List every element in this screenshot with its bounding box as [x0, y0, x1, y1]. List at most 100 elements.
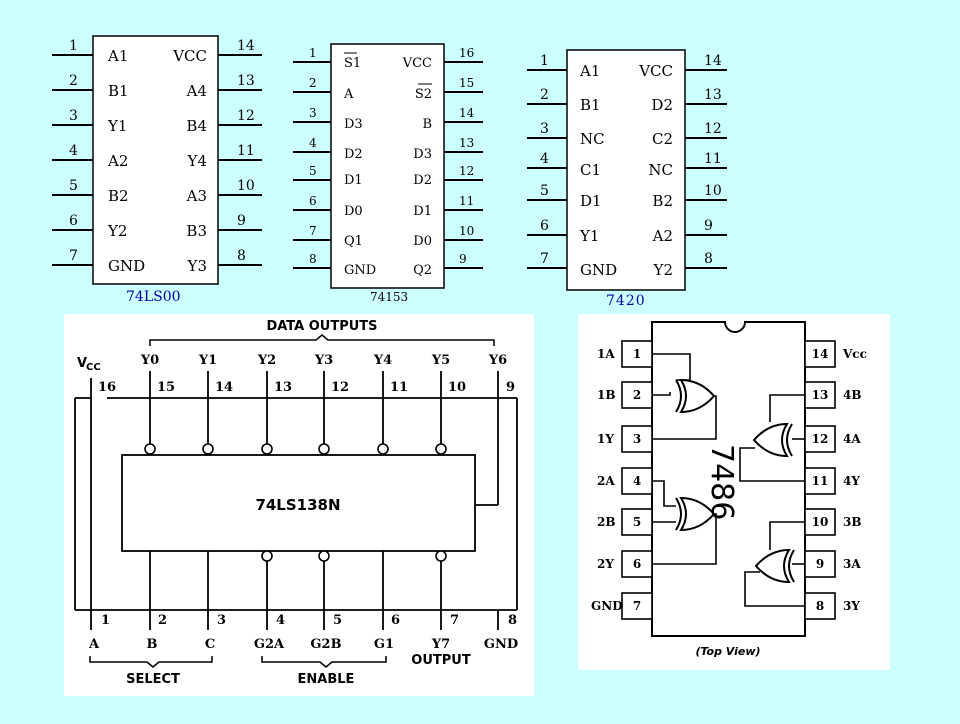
pin-number: 3: [540, 121, 549, 137]
pin-label: Y2: [653, 261, 673, 279]
pin-label: 4B: [843, 388, 862, 402]
pin-label: 2Y: [597, 557, 614, 571]
pin-number: 4: [69, 143, 78, 159]
pin-number: 10: [704, 183, 722, 199]
pin-number: 6: [633, 557, 641, 571]
output-label: Y5: [431, 353, 450, 368]
pin-label: NC: [580, 130, 605, 148]
pin-number: 6: [391, 613, 400, 628]
pin-label: 4A: [843, 432, 861, 446]
pin-number: 12: [237, 108, 255, 124]
pin-number: 14: [812, 347, 829, 361]
pin-label: B2: [652, 192, 673, 210]
pin-number: 5: [540, 183, 549, 199]
pin-label: GND: [580, 261, 617, 279]
pin-number: 9: [237, 213, 246, 229]
pin-number: 7: [69, 248, 78, 264]
pin-number: 2: [633, 388, 641, 402]
pin-number: 9: [459, 252, 467, 266]
pin-number: 2: [69, 73, 78, 89]
pin-label: 4Y: [843, 474, 860, 488]
pin-number: 2: [158, 613, 167, 628]
pin-number: 8: [309, 252, 317, 266]
pin-label: D2: [651, 96, 673, 114]
pin-label: B2: [108, 187, 129, 205]
pin-number: 13: [704, 87, 722, 103]
package-outline: [74, 397, 518, 611]
pin-label: GND: [344, 263, 376, 278]
pin-number: 13: [274, 380, 292, 395]
part-number: 74LS00: [126, 289, 181, 305]
pin-label: 3A: [843, 557, 861, 571]
pin-number: 9: [704, 218, 713, 234]
pin-label: D0: [344, 204, 363, 219]
pin-label: S2: [415, 87, 432, 102]
output-label: Y2: [257, 353, 276, 368]
pin-number: 10: [812, 515, 829, 529]
pin-number: 13: [812, 388, 829, 402]
pin-label: Vcc: [842, 347, 867, 361]
vcc-label: V: [77, 356, 87, 371]
pin-number: 16: [459, 46, 474, 60]
pin-number: 2: [309, 76, 317, 90]
pin-number: 11: [390, 380, 408, 395]
pin-number: 1: [540, 53, 549, 69]
pin-label: G2B: [310, 637, 341, 652]
pin-number: 4: [276, 613, 285, 628]
pin-label: A: [88, 637, 100, 652]
pin-number: 10: [459, 224, 474, 238]
pin-label: Q1: [344, 234, 363, 249]
pin-label: C2: [652, 130, 673, 148]
pin-number: 7: [450, 613, 459, 628]
pin-label: D2: [344, 147, 363, 162]
output-label: Y4: [373, 353, 392, 368]
chip-74153: 1 2 3 4 5 6 7 8 16 15 14 13 12 11 10 9 S…: [293, 43, 483, 304]
pin-label: B1: [108, 82, 129, 100]
pin-label: A1: [579, 62, 600, 80]
pin-label: 3B: [843, 515, 862, 529]
pin-label: S1: [344, 56, 361, 71]
pin-label: GND: [108, 257, 145, 275]
pin-number: 8: [816, 599, 824, 613]
pin-number: 10: [237, 178, 255, 194]
enable-label: ENABLE: [298, 672, 355, 687]
pin-number: 8: [704, 251, 713, 267]
pin-label: GND: [591, 599, 623, 613]
output-label: Y6: [488, 353, 507, 368]
chip-body: [330, 43, 445, 289]
pin-label: Y1: [107, 117, 127, 135]
pin-label: Y7: [431, 637, 450, 652]
pin-label: A3: [186, 187, 207, 205]
pin-number: 5: [69, 178, 78, 194]
pin-label: Q2: [413, 263, 432, 278]
pin-label: A2: [652, 227, 673, 245]
pin-number: 3: [633, 432, 641, 446]
pin-number: 8: [237, 248, 246, 264]
pin-number: 15: [459, 76, 474, 90]
pin-number: 12: [704, 121, 722, 137]
chip-body: [92, 35, 219, 285]
part-number: 74LS138N: [255, 496, 340, 514]
pin-number: 1: [633, 347, 641, 361]
enable-brace: [261, 656, 387, 668]
pin-number: 6: [540, 218, 549, 234]
pin-number: 12: [459, 164, 474, 178]
output-label: Y0: [140, 353, 159, 368]
pin-number: 1: [101, 613, 110, 628]
pin-number: 9: [816, 557, 824, 571]
chip-body: [566, 49, 686, 291]
pin-label: G1: [374, 637, 394, 652]
pin-number: 7: [633, 599, 641, 613]
pin-number: 4: [633, 474, 641, 488]
pin-label: B4: [186, 117, 207, 135]
pin-number: 5: [309, 164, 317, 178]
pin-label: VCC: [402, 56, 432, 71]
pin-label: Y2: [107, 222, 127, 240]
pin-number: 13: [237, 73, 255, 89]
pin-label: D2: [413, 173, 432, 188]
chip-7486: 1 2 3 4 5 6 7 14 13 12 11 10 9 8 1A 1B 1…: [578, 314, 890, 670]
pin-number: 14: [704, 53, 722, 69]
select-label: SELECT: [126, 672, 180, 687]
pin-number: 11: [237, 143, 255, 159]
